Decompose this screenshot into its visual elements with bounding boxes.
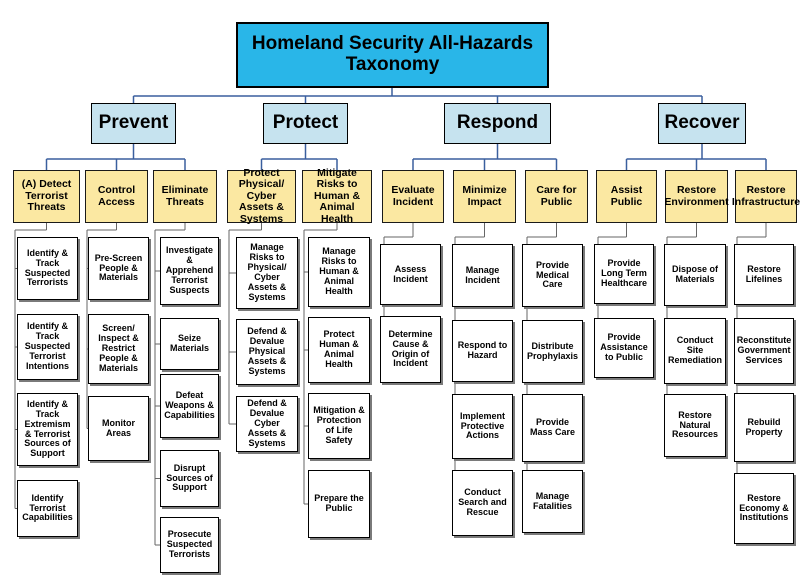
category-minimize-impact: Minimize Impact <box>453 170 516 223</box>
task-manage-incident: Manage Incident <box>452 244 513 307</box>
task-assess-incident: Assess Incident <box>380 244 441 305</box>
task-provide-medical-care: Provide Medical Care <box>522 244 583 307</box>
task-identify-and-track-suspected-terrorists: Identify & Track Suspected Terrorists <box>17 237 78 300</box>
category-assist-public: Assist Public <box>596 170 657 223</box>
category-evaluate-incident: Evaluate Incident <box>382 170 444 223</box>
task-mitigation-and-protection-of-life-safety: Mitigation & Protection of Life Safety <box>308 393 370 459</box>
task-protect-human-and-animal-health: Protect Human & Animal Health <box>308 317 370 383</box>
category-mitigate-risks-to-human-and-animal-health: Mitigate Risks to Human & Animal Health <box>302 167 372 225</box>
task-investigate-and-apprehend-terrorist-suspects: Investigate & Apprehend Terrorist Suspec… <box>160 237 219 305</box>
phase-protect: Protect <box>263 103 348 144</box>
task-pre-screen-people-and-materials: Pre-Screen People & Materials <box>88 237 149 300</box>
task-dispose-of-materials: Dispose of Materials <box>664 244 726 306</box>
task-prepare-the-public: Prepare the Public <box>308 470 370 538</box>
task-monitor-areas: Monitor Areas <box>88 396 149 461</box>
task-defend-and-devalue-physical-assets-and-systems: Defend & Devalue Physical Assets & Syste… <box>236 319 298 385</box>
category-restore-environment: Restore Environment <box>664 170 729 223</box>
task-defend-and-devalue-cyber-assets-and-systems: Defend & Devalue Cyber Assets & Systems <box>236 396 298 452</box>
category-protect-physical-cyber-assets-and-systems: Protect Physical/ Cyber Assets & Systems <box>227 167 296 225</box>
phase-prevent: Prevent <box>91 103 176 144</box>
task-identify-and-track-suspected-terrorist-intentions: Identify & Track Suspected Terrorist Int… <box>17 314 78 380</box>
task-restore-natural-resources: Restore Natural Resources <box>664 394 726 457</box>
task-implement-protective-actions: Implement Protective Actions <box>452 394 513 459</box>
task-provide-mass-care: Provide Mass Care <box>522 394 583 462</box>
task-identify-and-track-extremism-and-terrorist-sources-of-support: Identify & Track Extremism & Terrorist S… <box>17 393 78 466</box>
task-prosecute-suspected-terrorists: Prosecute Suspected Terrorists <box>160 517 219 573</box>
task-determine-cause-and-origin-of-incident: Determine Cause & Origin of Incident <box>380 316 441 383</box>
task-manage-risks-to-human-and-animal-health: Manage Risks to Human & Animal Health <box>308 237 370 307</box>
task-distribute-prophylaxis: Distribute Prophylaxis <box>522 320 583 383</box>
task-disrupt-sources-of-support: Disrupt Sources of Support <box>160 450 219 507</box>
phase-recover: Recover <box>658 103 746 144</box>
task-manage-fatalities: Manage Fatalities <box>522 470 583 533</box>
phase-respond: Respond <box>444 103 551 144</box>
category-restore-infrastructure: Restore Infrastructure <box>732 170 800 223</box>
category-control-access: Control Access <box>85 170 148 223</box>
category-a-detect-terrorist-threats: (A) Detect Terrorist Threats <box>13 170 80 223</box>
task-conduct-site-remediation: Conduct Site Remediation <box>664 318 726 384</box>
task-restore-lifelines: Restore Lifelines <box>734 244 794 305</box>
task-provide-assistance-to-public: Provide Assistance to Public <box>594 318 654 378</box>
task-respond-to-hazard: Respond to Hazard <box>452 320 513 382</box>
task-restore-economy-and-institutions: Restore Economy & Institutions <box>734 473 794 544</box>
task-rebuild-property: Rebuild Property <box>734 393 794 462</box>
task-screen-inspect-and-restrict-people-and-materials: Screen/ Inspect & Restrict People & Mate… <box>88 314 149 384</box>
task-provide-long-term-healthcare: Provide Long Term Healthcare <box>594 244 654 304</box>
category-care-for-public: Care for Public <box>525 170 588 223</box>
task-manage-risks-to-physical-cyber-assets-and-systems: Manage Risks to Physical/ Cyber Assets &… <box>236 237 298 309</box>
task-seize-materials: Seize Materials <box>160 318 219 370</box>
task-identify-terrorist-capabilities: Identify Terrorist Capabilities <box>17 480 78 537</box>
category-eliminate-threats: Eliminate Threats <box>153 170 217 223</box>
task-reconstitute-government-services: Reconstitute Government Services <box>734 318 794 384</box>
diagram-title: Homeland Security All-Hazards Taxonomy <box>236 22 549 88</box>
task-conduct-search-and-rescue: Conduct Search and Rescue <box>452 470 513 536</box>
task-defeat-weapons-and-capabilities: Defeat Weapons & Capabilities <box>160 374 219 438</box>
